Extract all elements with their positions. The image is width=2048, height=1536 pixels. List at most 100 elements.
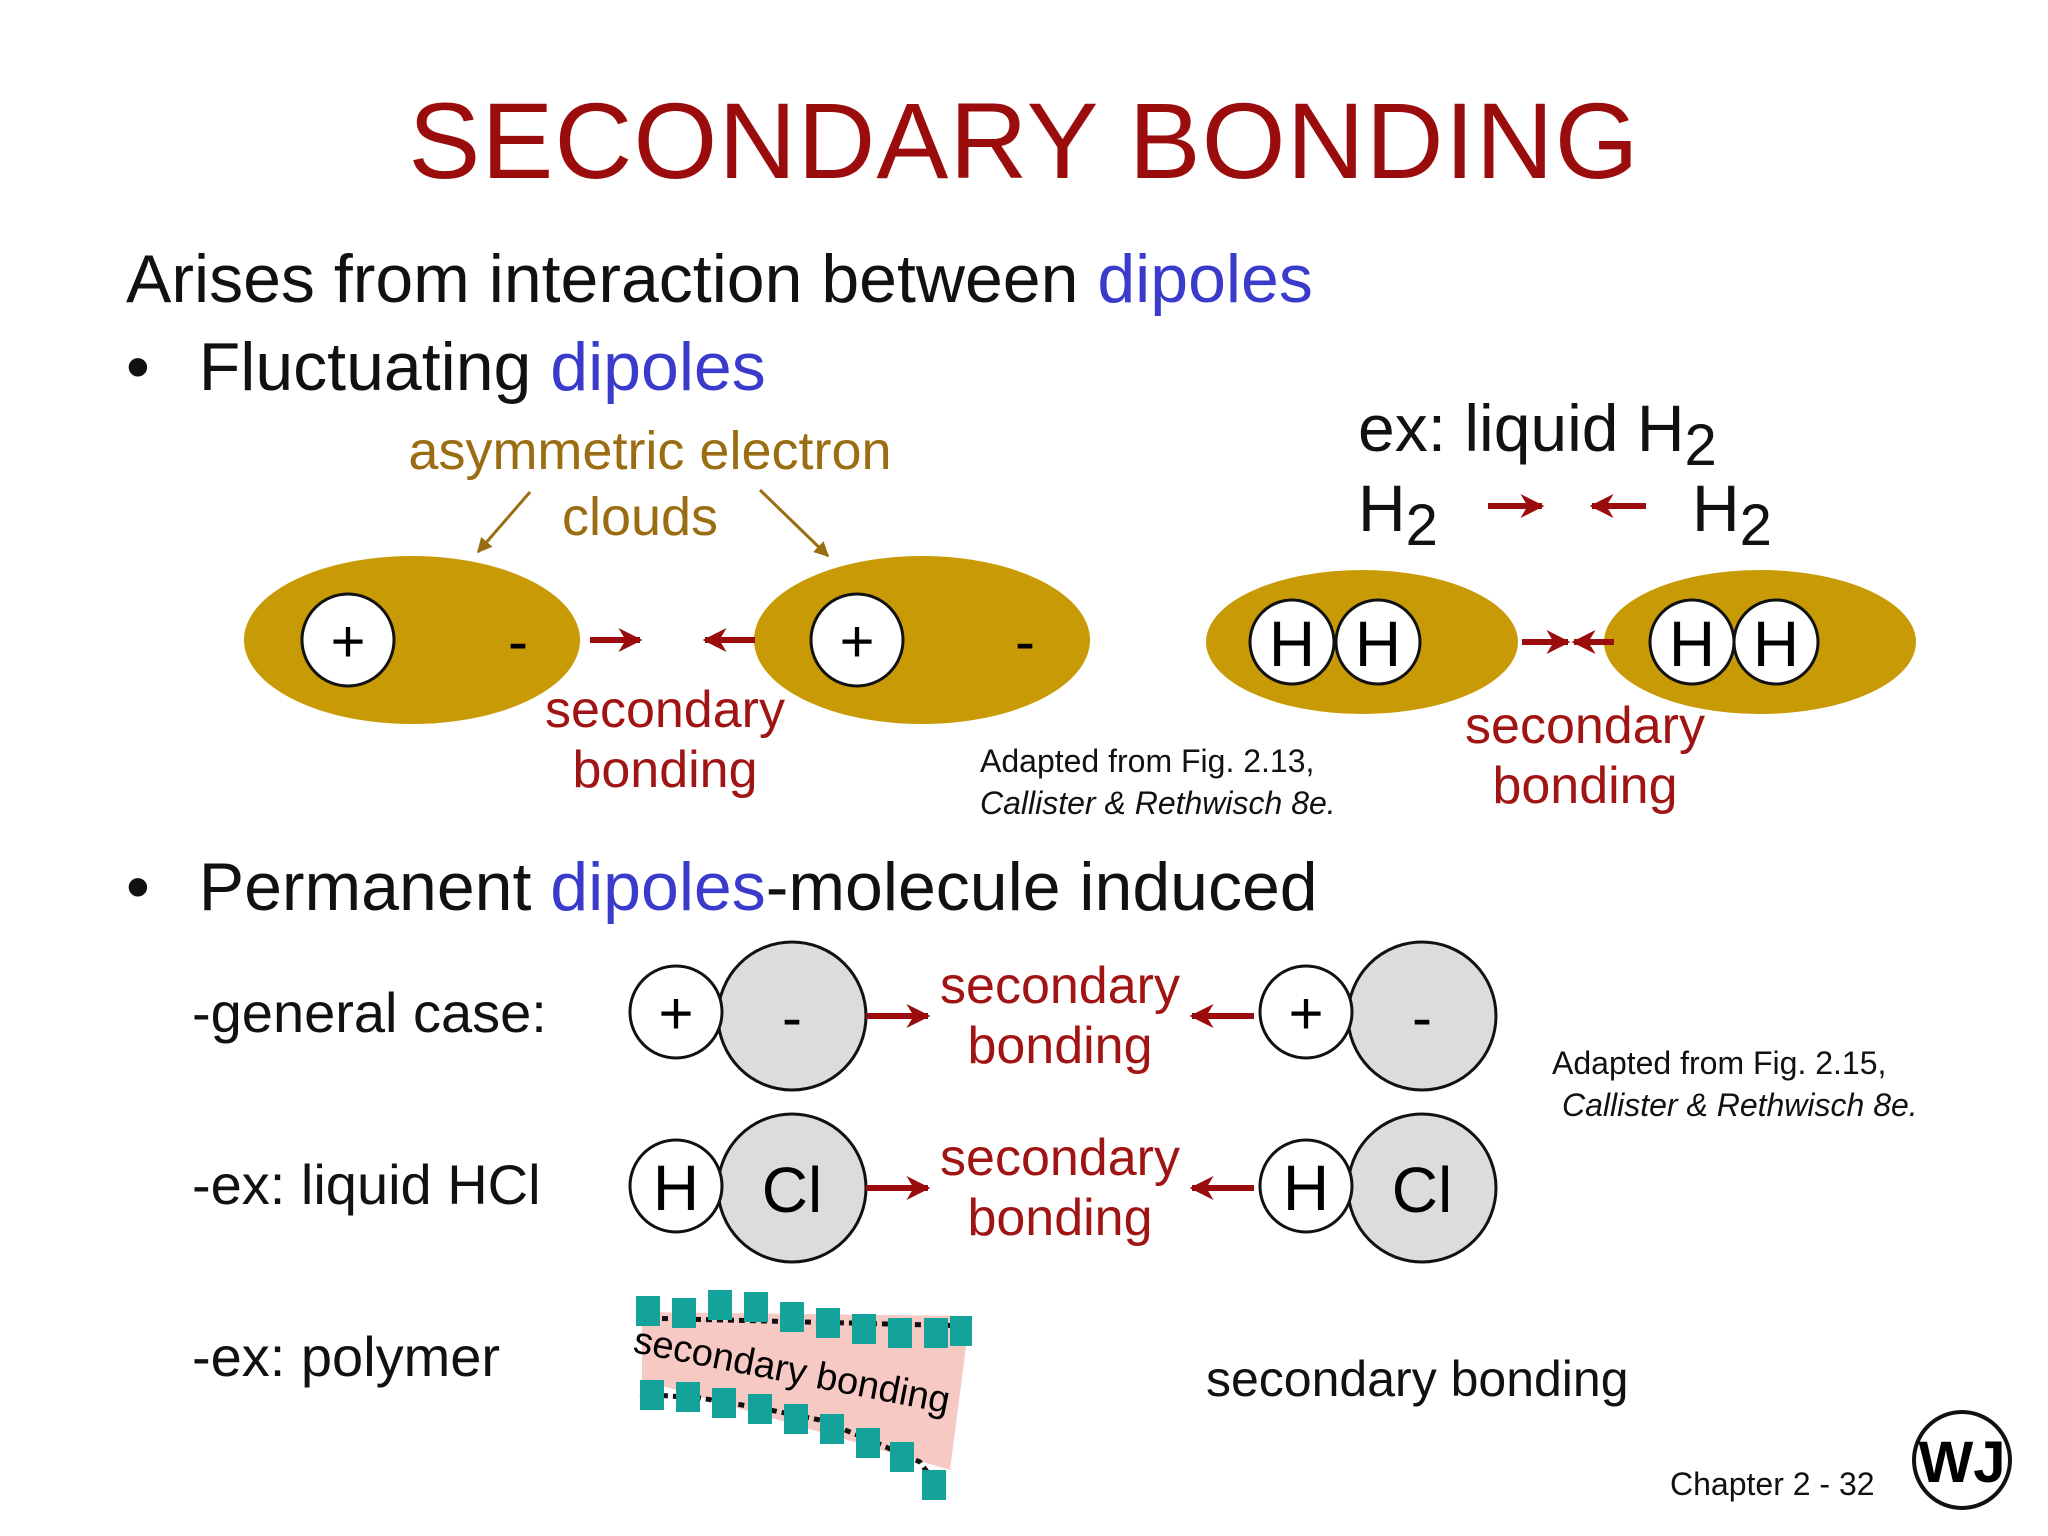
h2-right-label: H2 xyxy=(1692,470,1772,558)
footer-chapter: Chapter 2 - xyxy=(1670,1466,1839,1502)
bullet-dot: • xyxy=(126,329,150,405)
polymer-bead xyxy=(950,1316,972,1346)
h2-bond-line1: secondary xyxy=(1465,697,1705,755)
callout-arrow-right xyxy=(758,488,830,558)
general-bond-line2: bonding xyxy=(967,1017,1153,1075)
polymer-bead xyxy=(890,1442,914,1472)
bullet-permanent-text: Permanent xyxy=(198,849,551,925)
polymer-bead xyxy=(856,1428,880,1458)
hcl-bond-line2: bonding xyxy=(967,1189,1153,1247)
bullet-permanent-rest: -molecule induced xyxy=(765,849,1318,925)
fluct-bond-line2: bonding xyxy=(572,741,758,799)
footer-page: 32 xyxy=(1838,1466,1875,1502)
polymer-bead xyxy=(780,1302,804,1332)
callout-line2: clouds xyxy=(561,487,719,547)
citation-fig-2-13: Adapted from Fig. 2.13, Callister & Reth… xyxy=(980,740,1336,824)
polymer-beads-bottom xyxy=(640,1380,946,1500)
hcl-h-left xyxy=(628,1138,724,1234)
h-atom-4-label: H xyxy=(1753,608,1799,680)
polymer-bead xyxy=(708,1290,732,1320)
h2-bond-label: secondary bonding xyxy=(1440,696,1730,816)
general-minus-right: - xyxy=(1412,984,1432,1051)
label-polymer: -ex: polymer xyxy=(192,1325,501,1388)
plus-nucleus-left xyxy=(300,592,396,688)
hcl-h-right xyxy=(1258,1138,1354,1234)
polymer-bead xyxy=(816,1308,840,1338)
example-liquid-h2: ex: liquid H2 xyxy=(1358,390,1717,478)
general-pos-right xyxy=(1258,964,1354,1060)
plus-sign-left: + xyxy=(330,608,365,675)
general-pos-left xyxy=(628,964,724,1060)
bullet-fluctuating-text: Fluctuating xyxy=(198,329,551,405)
general-bond-line1: secondary xyxy=(940,957,1180,1015)
minus-sign-right: - xyxy=(1015,608,1035,675)
bullet-fluctuating-highlight: dipoles xyxy=(550,329,766,405)
citation-fig-2-15: Adapted from Fig. 2.15, Callister & Reth… xyxy=(1552,1042,1918,1126)
minus-sign-left: - xyxy=(508,608,528,675)
fluct-bond-label: secondary bonding xyxy=(520,680,810,800)
polymer-caption: secondary bonding xyxy=(1206,1351,1629,1407)
bullet-permanent-highlight: dipoles xyxy=(550,849,766,925)
publisher-logo-ring xyxy=(1912,1410,2012,1510)
hcl-cl-right-label: Cl xyxy=(1392,1154,1452,1226)
polymer-bond-band xyxy=(642,1312,970,1470)
label-liquid-hcl: -ex: liquid HCl xyxy=(192,1153,541,1216)
citation-2-13-line1: Adapted from Fig. 2.13, xyxy=(980,743,1315,779)
label-general-case: -general case: xyxy=(192,981,547,1044)
plus-nucleus-right xyxy=(809,592,905,688)
citation-2-13-line2: Callister & Rethwisch 8e. xyxy=(980,785,1336,821)
h-atom-3-label: H xyxy=(1669,608,1715,680)
bullet-dot: • xyxy=(126,849,150,925)
h2-left-label: H2 xyxy=(1358,470,1438,558)
callout-line1: asymmetric electron xyxy=(408,421,892,481)
hcl-h-right-label: H xyxy=(1283,1152,1329,1224)
h2-left-sub: 2 xyxy=(1405,493,1438,558)
polymer-bead xyxy=(712,1388,736,1418)
general-minus-left: - xyxy=(782,984,802,1051)
h2-bond-line2: bonding xyxy=(1492,757,1678,815)
polymer-bead xyxy=(672,1298,696,1328)
example-sub: 2 xyxy=(1684,413,1717,478)
polymer-bead xyxy=(852,1314,876,1344)
plus-sign-right: + xyxy=(839,608,874,675)
polymer-bead xyxy=(888,1318,912,1348)
bullet-fluctuating: • Fluctuating dipoles xyxy=(126,328,766,406)
h-atom-2 xyxy=(1334,598,1422,686)
h2-left-letter: H xyxy=(1358,471,1406,545)
citation-2-15-line2: Callister & Rethwisch 8e. xyxy=(1562,1087,1918,1123)
callout-arrow-left xyxy=(476,491,532,554)
footer-page-number: Chapter 2 - 32 xyxy=(1670,1466,1875,1503)
polymer-bead xyxy=(820,1414,844,1444)
hcl-cl-left-label: Cl xyxy=(762,1154,822,1226)
polymer-bead xyxy=(676,1382,700,1412)
bullet-permanent: • Permanent dipoles-molecule induced xyxy=(126,848,1318,926)
hcl-bond-label: secondary bonding xyxy=(920,1128,1200,1248)
h2-right-letter: H xyxy=(1692,471,1740,545)
h-atom-1-label: H xyxy=(1269,608,1315,680)
intro-highlight: dipoles xyxy=(1097,241,1313,317)
publisher-logo-letters: WJ xyxy=(1919,1430,2006,1495)
polymer-bead xyxy=(922,1470,946,1500)
intro-line: Arises from interaction between dipoles xyxy=(126,240,1313,318)
h-atom-1 xyxy=(1248,598,1336,686)
hcl-bond-line1: secondary xyxy=(940,1129,1180,1187)
polymer-bead xyxy=(924,1318,948,1348)
h-atom-4 xyxy=(1732,598,1820,686)
polymer-bead xyxy=(784,1404,808,1434)
polymer-bead xyxy=(640,1380,664,1410)
general-plus-right: + xyxy=(1288,980,1323,1047)
polymer-bead xyxy=(744,1292,768,1322)
general-plus-left: + xyxy=(658,980,693,1047)
polymer-beads-top xyxy=(636,1290,972,1348)
fluct-bond-line1: secondary xyxy=(545,681,785,739)
h2-right-sub: 2 xyxy=(1739,493,1772,558)
example-prefix: ex: liquid H xyxy=(1358,391,1685,465)
polymer-bead xyxy=(636,1296,660,1326)
polymer-bead xyxy=(748,1394,772,1424)
h-atom-2-label: H xyxy=(1355,608,1401,680)
slide-title: SECONDARY BONDING xyxy=(408,80,1640,201)
general-bond-label: secondary bonding xyxy=(920,956,1200,1076)
intro-text: Arises from interaction between xyxy=(126,241,1098,317)
hcl-h-left-label: H xyxy=(653,1152,699,1224)
